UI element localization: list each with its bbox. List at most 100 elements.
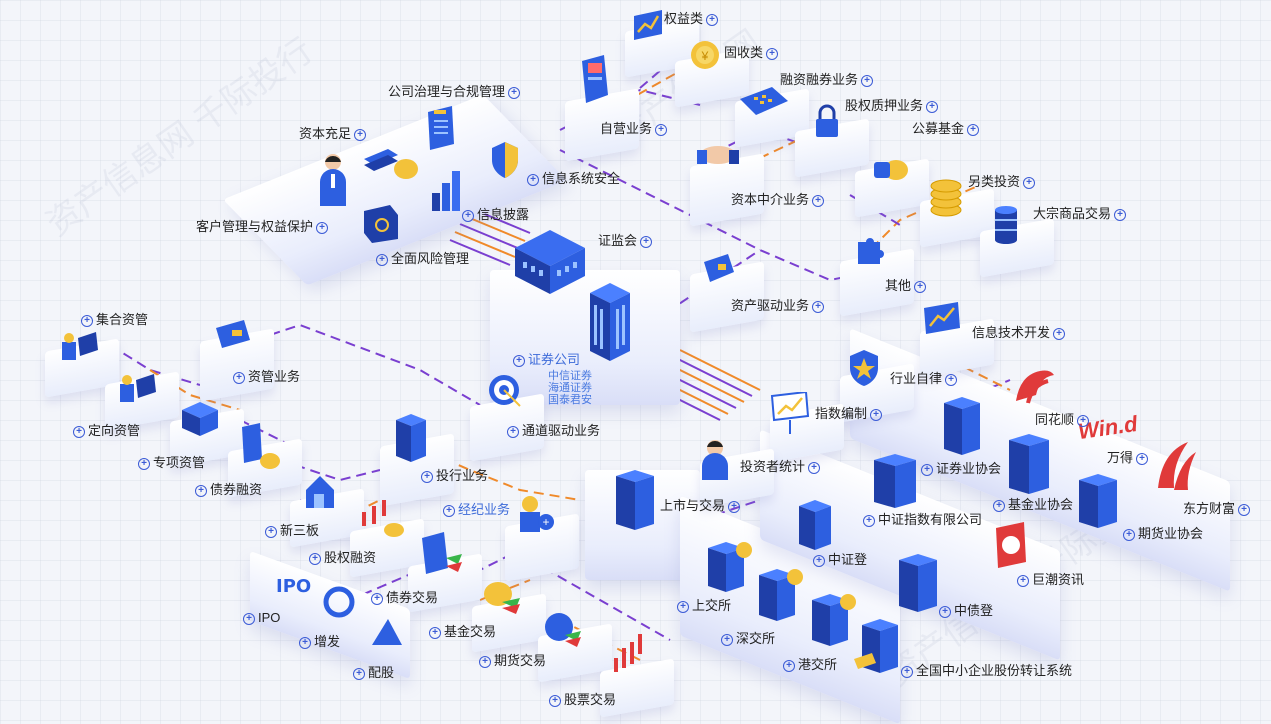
node-hangye-zilv[interactable]: 行业自律+ [890,371,960,387]
node-zhengquan-xiehui[interactable]: +证券业协会 [918,461,1001,477]
node-shangjiaosuo[interactable]: +上交所 [674,598,731,614]
node-juchao[interactable]: +巨潮资讯 [1014,572,1084,588]
expand-icon[interactable]: + [921,463,933,476]
expand-icon[interactable]: + [479,655,491,668]
expand-icon[interactable]: + [1238,503,1251,516]
expand-icon[interactable]: + [808,461,821,474]
node-guquan-rongzi[interactable]: +股权融资 [306,550,376,566]
node-wande[interactable]: 万得+ [1107,450,1151,466]
expand-icon[interactable]: + [939,605,951,618]
expand-icon[interactable]: + [1114,208,1127,221]
node-xinsanban-full[interactable]: +全国中小企业股份转让系统 [898,663,1072,679]
expand-icon[interactable]: + [640,235,653,248]
node-ziben-chongzu[interactable]: 资本充足+ [299,126,369,142]
node-xinxi-jishu[interactable]: 信息技术开发+ [972,325,1068,341]
node-zhongzhengdeng[interactable]: +中证登 [810,552,867,568]
expand-icon[interactable]: + [507,425,519,438]
node-peigu[interactable]: +配股 [350,665,394,681]
securities-firm-label[interactable]: +证券公司 [510,352,580,368]
expand-icon[interactable]: + [1053,327,1066,340]
expand-icon[interactable]: + [993,499,1005,512]
node-zichan-qudong[interactable]: 资产驱动业务+ [731,298,827,314]
node-jingji-yewu[interactable]: +经纪业务 [440,502,510,518]
expand-icon[interactable]: + [863,514,875,527]
expand-icon[interactable]: + [443,504,455,517]
expand-icon[interactable]: + [527,173,539,186]
node-zengfa[interactable]: +增发 [296,634,340,650]
node-ipo[interactable]: +IPO [240,610,280,626]
expand-icon[interactable]: + [353,667,365,680]
expand-icon[interactable]: + [728,500,741,513]
expand-icon[interactable]: + [233,371,245,384]
expand-icon[interactable]: + [265,525,277,538]
expand-icon[interactable]: + [812,300,825,313]
node-guquan-zhiya[interactable]: 股权质押业务+ [845,98,941,114]
expand-icon[interactable]: + [354,128,367,141]
node-gongsi-zhili[interactable]: 公司治理与合规管理+ [388,84,523,100]
node-quanmian-fengxian[interactable]: +全面风险管理 [373,251,469,267]
node-shenjiaosuo[interactable]: +深交所 [718,631,775,647]
expand-icon[interactable]: + [967,123,980,136]
node-rongzi[interactable]: 融资融券业务+ [780,72,876,88]
expand-icon[interactable]: + [926,100,939,113]
node-tongdao-qudong[interactable]: +通道驱动业务 [504,423,600,439]
node-tonghuashun[interactable]: 同花顺+ [1035,412,1092,428]
expand-icon[interactable]: + [721,633,733,646]
expand-icon[interactable]: + [706,13,719,26]
expand-icon[interactable]: + [861,74,874,87]
expand-icon[interactable]: + [813,554,825,567]
node-jijin-jiaoyi[interactable]: +基金交易 [426,624,496,640]
node-gongmu[interactable]: 公募基金+ [912,121,982,137]
node-dingxiang-ziguan[interactable]: +定向资管 [70,423,140,439]
expand-icon[interactable]: + [783,659,795,672]
node-zhongzheng-zhishu[interactable]: +中证指数有限公司 [860,512,982,528]
regulator-label[interactable]: 证监会+ [598,233,655,249]
expand-icon[interactable]: + [1023,176,1036,189]
expand-icon[interactable]: + [901,665,913,678]
expand-icon[interactable]: + [462,209,474,222]
expand-icon[interactable]: + [870,408,883,421]
expand-icon[interactable]: + [1123,528,1135,541]
expand-icon[interactable]: + [914,280,927,293]
node-linglei[interactable]: 另类投资+ [968,174,1038,190]
node-gangjiaosuo[interactable]: +港交所 [780,657,837,673]
expand-icon[interactable]: + [1077,414,1090,427]
expand-icon[interactable]: + [73,425,85,438]
expand-icon[interactable]: + [138,457,150,470]
expand-icon[interactable]: + [376,253,388,266]
expand-icon[interactable]: + [421,470,433,483]
expand-icon[interactable]: + [299,636,311,649]
expand-icon[interactable]: + [429,626,441,639]
node-xinxi-anquan[interactable]: +信息系统安全 [524,171,620,187]
node-gushou[interactable]: 固收类+ [724,45,781,61]
expand-icon[interactable]: + [549,694,561,707]
expand-icon[interactable]: + [945,373,958,386]
expand-icon[interactable]: + [766,47,779,60]
node-kehu-guanli[interactable]: 客户管理与权益保护+ [196,219,331,235]
expand-icon[interactable]: + [677,600,689,613]
node-ziying[interactable]: 自营业务+ [600,121,670,137]
expand-icon[interactable]: + [812,194,825,207]
expand-icon[interactable]: + [513,354,525,367]
node-dazong[interactable]: 大宗商品交易+ [1033,206,1129,222]
node-gupiao-jiaoyi[interactable]: +股票交易 [546,692,616,708]
node-touzizhe-tongji[interactable]: 投资者统计+ [740,459,823,475]
node-jihe-ziguan[interactable]: +集合资管 [78,312,148,328]
node-dongfang-caifu[interactable]: 东方财富+ [1183,501,1253,517]
node-xinxi-pilu[interactable]: +信息披露 [459,207,529,223]
node-qita[interactable]: 其他+ [885,278,929,294]
node-ziguan-yewu[interactable]: +资管业务 [230,369,300,385]
node-zhaiquan-rongzi[interactable]: +债券融资 [192,482,262,498]
expand-icon[interactable]: + [371,592,383,605]
expand-icon[interactable]: + [195,484,207,497]
expand-icon[interactable]: + [243,612,255,625]
expand-icon[interactable]: + [316,221,329,234]
expand-icon[interactable]: + [508,86,521,99]
expand-icon[interactable]: + [655,123,668,136]
node-zhuanxiang-ziguan[interactable]: +专项资管 [135,455,205,471]
node-zhaiquan-jiaoyi[interactable]: +债券交易 [368,590,438,606]
expand-icon[interactable]: + [1017,574,1029,587]
node-ziben-zhongjie[interactable]: 资本中介业务+ [731,192,827,208]
node-qihuo-jiaoyi[interactable]: +期货交易 [476,653,546,669]
node-quanyi[interactable]: 权益类+ [664,11,721,27]
